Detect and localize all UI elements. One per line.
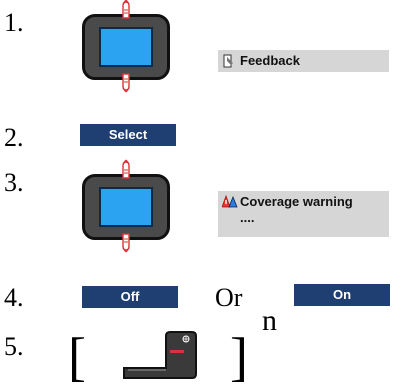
device-frame xyxy=(82,174,170,240)
close-bracket: ] xyxy=(230,327,248,387)
finger-up-icon xyxy=(122,159,130,179)
off-button[interactable]: Off xyxy=(82,286,178,308)
device-frame xyxy=(82,14,170,80)
coverage-warning-detail: .... xyxy=(240,210,255,225)
select-button[interactable]: Select xyxy=(80,124,176,146)
device-swipe-illustration-1 xyxy=(80,0,172,93)
coverage-warning-title: Coverage warning xyxy=(240,194,353,209)
or-label: Or xyxy=(215,283,243,312)
softkey-press-icon xyxy=(123,331,197,379)
step-number-1: 1. xyxy=(4,8,24,37)
feedback-label: Feedback xyxy=(240,53,300,68)
device-screen xyxy=(99,27,153,67)
device-screen xyxy=(99,187,153,227)
feedback-menu-item[interactable]: Feedback xyxy=(218,50,389,72)
finger-down-icon xyxy=(122,233,130,253)
coverage-warning-item[interactable]: Coverage warning .... xyxy=(218,191,389,237)
step-number-3: 3. xyxy=(4,168,24,197)
finger-down-icon xyxy=(122,73,130,93)
repeat-exponent: n xyxy=(262,304,277,337)
feedback-icon xyxy=(223,54,233,68)
coverage-warning-icon xyxy=(222,194,238,208)
step-number-4: 4. xyxy=(4,283,24,312)
step-number-5: 5. xyxy=(4,332,24,361)
finger-up-icon xyxy=(122,0,130,19)
open-bracket: [ xyxy=(68,327,86,387)
device-swipe-illustration-3 xyxy=(80,159,172,253)
step-number-2: 2. xyxy=(4,123,24,152)
on-button[interactable]: On xyxy=(294,284,390,306)
